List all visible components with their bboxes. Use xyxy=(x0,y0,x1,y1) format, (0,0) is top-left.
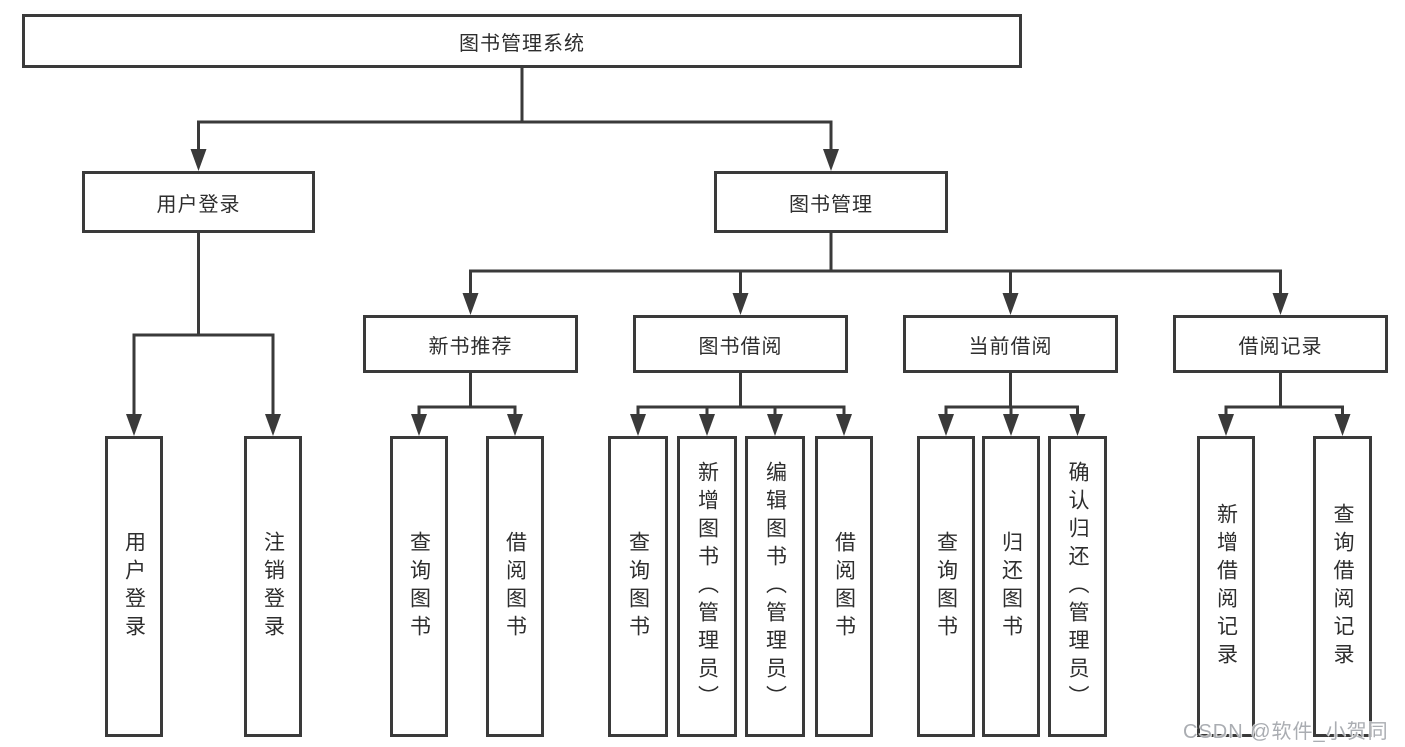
leaf-borrow-query-books-label: 查询图书 xyxy=(626,530,650,643)
node-borrow-records-label: 借阅记录 xyxy=(1238,335,1323,358)
node-current-borrow-label: 当前借阅 xyxy=(968,335,1053,358)
node-borrow-records: 借阅记录 xyxy=(1173,315,1388,373)
leaf-newrec-query-books: 查询图书 xyxy=(390,436,448,737)
node-root: 图书管理系统 xyxy=(22,14,1022,68)
csdn-watermark: CSDN @软件_小贺同学 xyxy=(1183,721,1389,743)
node-book-management-label: 图书管理 xyxy=(789,193,873,216)
node-new-book-recommend: 新书推荐 xyxy=(363,315,578,373)
node-current-borrow: 当前借阅 xyxy=(903,315,1118,373)
leaf-borrow-borrow-books-label: 借阅图书 xyxy=(832,530,856,643)
node-book-borrow: 图书借阅 xyxy=(633,315,848,373)
leaf-current-confirm-return-label: 确认归还（管理员） xyxy=(1066,460,1089,713)
node-book-management: 图书管理 xyxy=(714,171,948,233)
node-user-login-label: 用户登录 xyxy=(156,193,241,216)
leaf-borrow-add-books: 新增图书（管理员） xyxy=(677,436,737,737)
leaf-borrow-query-books: 查询图书 xyxy=(608,436,668,737)
leaf-logout-label: 注销登录 xyxy=(261,530,285,643)
leaf-current-query-books: 查询图书 xyxy=(917,436,975,737)
leaf-current-query-books-label: 查询图书 xyxy=(934,530,958,643)
leaf-current-return-books-label: 归还图书 xyxy=(999,530,1023,643)
leaf-user-login: 用户登录 xyxy=(105,436,163,737)
leaf-newrec-borrow-books-label: 借阅图书 xyxy=(503,530,527,643)
leaf-borrow-edit-books: 编辑图书（管理员） xyxy=(745,436,805,737)
leaf-current-return-books: 归还图书 xyxy=(982,436,1040,737)
leaf-current-confirm-return: 确认归还（管理员） xyxy=(1048,436,1107,737)
node-user-login: 用户登录 xyxy=(82,171,315,233)
leaf-user-login-label: 用户登录 xyxy=(122,530,146,643)
leaf-records-query-record: 查询借阅记录 xyxy=(1313,436,1372,737)
leaf-newrec-query-books-label: 查询图书 xyxy=(407,530,431,643)
node-new-book-recommend-label: 新书推荐 xyxy=(428,335,513,358)
leaf-newrec-borrow-books: 借阅图书 xyxy=(486,436,544,737)
leaf-records-add-record-label: 新增借阅记录 xyxy=(1214,502,1238,671)
node-root-label: 图书管理系统 xyxy=(459,32,585,55)
leaf-borrow-add-books-label: 新增图书（管理员） xyxy=(695,460,719,713)
leaf-records-query-record-label: 查询借阅记录 xyxy=(1331,502,1354,671)
leaf-borrow-borrow-books: 借阅图书 xyxy=(815,436,873,737)
leaf-records-add-record: 新增借阅记录 xyxy=(1197,436,1255,737)
leaf-borrow-edit-books-label: 编辑图书（管理员） xyxy=(763,460,787,713)
node-book-borrow-label: 图书借阅 xyxy=(698,335,783,358)
leaf-logout: 注销登录 xyxy=(244,436,302,737)
